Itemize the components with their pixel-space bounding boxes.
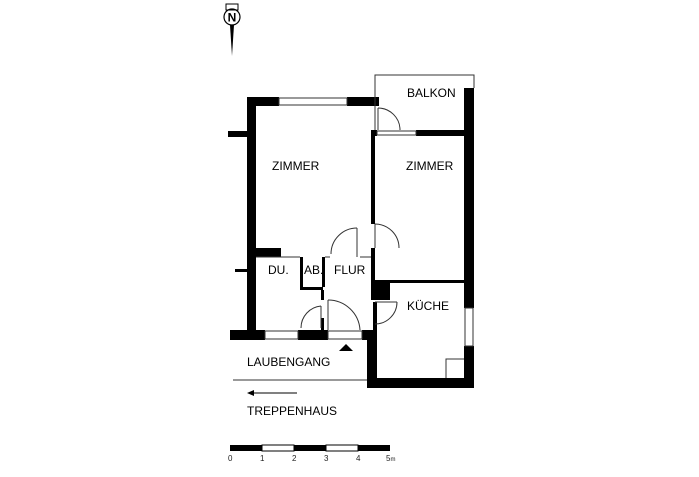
scale-tick-1: 1 xyxy=(260,454,265,463)
room-label-kueche: KÜCHE xyxy=(407,299,450,313)
scale-bar xyxy=(230,444,390,452)
room-label-zimmer-2: ZIMMER xyxy=(406,159,454,173)
scale-tick-5-value: 5 xyxy=(386,454,391,463)
scale-tick-4: 4 xyxy=(356,454,361,463)
walls xyxy=(228,88,474,388)
thin-lines xyxy=(233,74,475,381)
room-label-abstellraum: AB. xyxy=(304,263,324,277)
gallery-label: LAUBENGANG xyxy=(247,355,331,369)
entrance-marker-icon xyxy=(339,344,353,351)
north-arrow-icon: N xyxy=(223,3,241,56)
room-label-zimmer-1: ZIMMER xyxy=(272,159,320,173)
room-label-flur: FLUR xyxy=(334,263,366,277)
arrow-left-icon xyxy=(247,390,297,396)
scale-tick-2: 2 xyxy=(292,454,297,463)
scale-unit: m xyxy=(390,457,396,463)
scale-tick-5: 5m xyxy=(386,454,396,464)
scale-tick-3: 3 xyxy=(324,454,329,463)
door-swings xyxy=(300,107,401,331)
room-label-balkon: BALKON xyxy=(407,86,456,100)
stairwell-label: TREPPENHAUS xyxy=(247,404,338,418)
room-label-dusche: DU. xyxy=(268,263,289,277)
svg-text:N: N xyxy=(228,11,237,25)
scale-tick-0: 0 xyxy=(228,454,233,463)
